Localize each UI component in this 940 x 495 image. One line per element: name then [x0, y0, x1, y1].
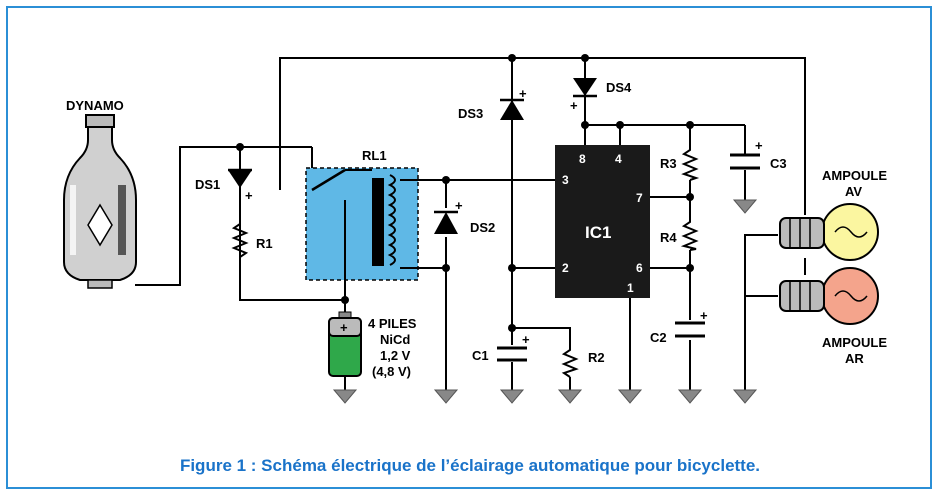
r3-label: R3	[660, 156, 677, 171]
junctions	[236, 54, 694, 332]
resistor-r1	[231, 218, 249, 268]
ic1-label: IC1	[585, 223, 611, 242]
bulb-av-icon	[779, 203, 879, 261]
ds2-label: DS2	[470, 220, 495, 235]
ic1-chip	[555, 145, 650, 298]
pin1-label: 1	[627, 281, 634, 295]
c2-label: C2	[650, 330, 667, 345]
svg-text:+: +	[700, 308, 708, 323]
relay-rl1	[305, 167, 419, 281]
pin4-label: 4	[615, 152, 622, 166]
svg-text:+: +	[245, 188, 253, 203]
ds1-label: DS1	[195, 177, 220, 192]
ampoule-av-label-1: AMPOULE	[822, 168, 887, 183]
svg-text:+: +	[519, 86, 527, 101]
c1-label: C1	[472, 348, 489, 363]
ds4-label: DS4	[606, 80, 632, 95]
ampoule-av-label-2: AV	[845, 184, 862, 199]
battery-label-3: 1,2 V	[380, 348, 411, 363]
resistor-r2	[561, 345, 579, 378]
pin2-label: 2	[562, 261, 569, 275]
svg-text:+: +	[340, 320, 348, 335]
svg-text:+: +	[755, 138, 763, 153]
pin8-label: 8	[579, 152, 586, 166]
r1-label: R1	[256, 236, 273, 251]
svg-text:+: +	[570, 98, 578, 113]
diode-ds1: +	[228, 168, 253, 203]
r2-label: R2	[588, 350, 605, 365]
svg-text:+: +	[455, 198, 463, 213]
capacitor-c2: +	[675, 308, 708, 338]
ds3-label: DS3	[458, 106, 483, 121]
battery-label-2: NiCd	[380, 332, 410, 347]
diode-ds3: +	[500, 86, 527, 120]
resistor-r4	[680, 217, 699, 251]
diode-ds2: +	[434, 198, 463, 234]
ampoule-ar-label-2: AR	[845, 351, 864, 366]
c3-label: C3	[770, 156, 787, 171]
battery-label-4: (4,8 V)	[372, 364, 411, 379]
svg-text:+: +	[522, 332, 530, 347]
pin6-label: 6	[636, 261, 643, 275]
capacitor-c1: +	[497, 332, 530, 362]
diode-ds4: +	[570, 78, 597, 113]
ampoule-ar-label-1: AMPOULE	[822, 335, 887, 350]
pin7-label: 7	[636, 191, 643, 205]
dynamo-icon	[63, 114, 137, 289]
bulb-ar-icon	[779, 267, 879, 325]
capacitor-c3: +	[730, 138, 763, 170]
battery-label-1: 4 PILES	[368, 316, 417, 331]
diagram-frame	[6, 6, 932, 489]
dynamo-label: DYNAMO	[66, 98, 124, 113]
pin3-label: 3	[562, 173, 569, 187]
resistor-r3	[681, 145, 700, 181]
battery-icon: +	[328, 311, 362, 377]
rl1-label: RL1	[362, 148, 387, 163]
figure-caption: Figure 1 : Schéma électrique de l’éclair…	[179, 456, 761, 475]
r4-label: R4	[660, 230, 677, 245]
